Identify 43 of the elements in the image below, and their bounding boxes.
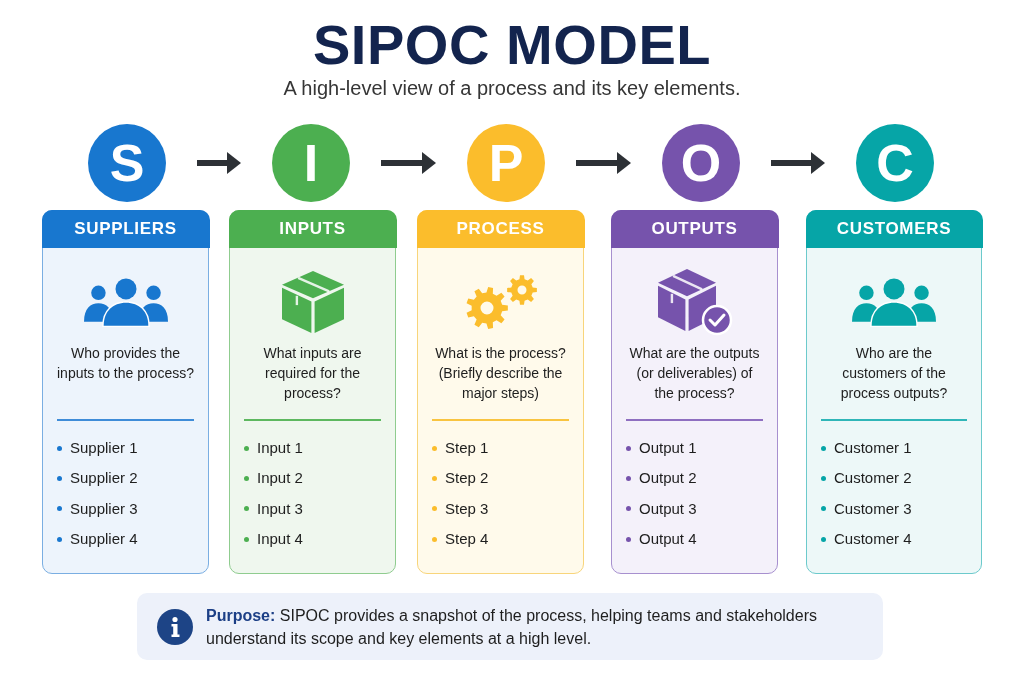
list-item-text: Step 4 bbox=[445, 529, 489, 550]
list-item-text: Step 1 bbox=[445, 438, 489, 459]
list-item-text: Output 1 bbox=[639, 438, 697, 459]
list-item-text: Output 3 bbox=[639, 498, 697, 519]
column-card bbox=[806, 210, 982, 574]
arrow bbox=[576, 152, 631, 174]
list-item-text: Input 1 bbox=[257, 438, 303, 459]
list-item-text: Input 3 bbox=[257, 498, 303, 519]
title: SIPOC MODEL bbox=[312, 13, 712, 77]
list-item-text: Step 2 bbox=[445, 468, 489, 489]
question-text: Who are the customers of the process outputs? bbox=[839, 344, 949, 403]
question-text: Who provides the inputs to the process? bbox=[56, 344, 195, 383]
column-card bbox=[417, 210, 584, 574]
list-item-text: Supplier 2 bbox=[70, 468, 138, 489]
purpose-text: Purpose: SIPOC provides a snapshot of the process, helping teams and stakeholders understand its scope and key elements at a high level. bbox=[206, 605, 818, 649]
list-item-text: Supplier 4 bbox=[70, 529, 138, 550]
list-item-text: Supplier 3 bbox=[70, 498, 138, 519]
column-header: PROCESS bbox=[416, 209, 585, 248]
list-item-text: Customer 4 bbox=[834, 529, 912, 550]
list-item-text: Customer 1 bbox=[834, 438, 912, 459]
column-card bbox=[42, 210, 209, 574]
question-text: What is the process? (Briefly describe the major steps) bbox=[434, 344, 567, 403]
column-header: SUPPLIERS bbox=[41, 209, 210, 248]
arrow bbox=[381, 152, 436, 174]
list-item-text: Output 2 bbox=[639, 468, 697, 489]
column-header: INPUTS bbox=[228, 209, 397, 248]
list-item-text: Customer 3 bbox=[834, 498, 912, 519]
column-card bbox=[229, 210, 396, 574]
arrow bbox=[771, 152, 825, 174]
list-item-text: Customer 2 bbox=[834, 468, 912, 489]
note-panel bbox=[137, 593, 883, 660]
list-item-text: Output 4 bbox=[639, 529, 697, 550]
column-header: CUSTOMERS bbox=[805, 209, 983, 248]
question-text: What are the outputs (or deliverables) of the process? bbox=[628, 344, 761, 403]
list-item-text: Supplier 1 bbox=[70, 438, 138, 459]
list-item-text: Step 3 bbox=[445, 498, 489, 519]
question-text: What inputs are required for the process? bbox=[262, 344, 363, 403]
subtitle: A high-level view of a process and its key elements. bbox=[283, 76, 741, 101]
list-item-text: Input 4 bbox=[257, 529, 303, 550]
arrow bbox=[197, 152, 241, 174]
list-item-text: Input 2 bbox=[257, 468, 303, 489]
column-header: OUTPUTS bbox=[610, 209, 779, 248]
column-card bbox=[611, 210, 778, 574]
